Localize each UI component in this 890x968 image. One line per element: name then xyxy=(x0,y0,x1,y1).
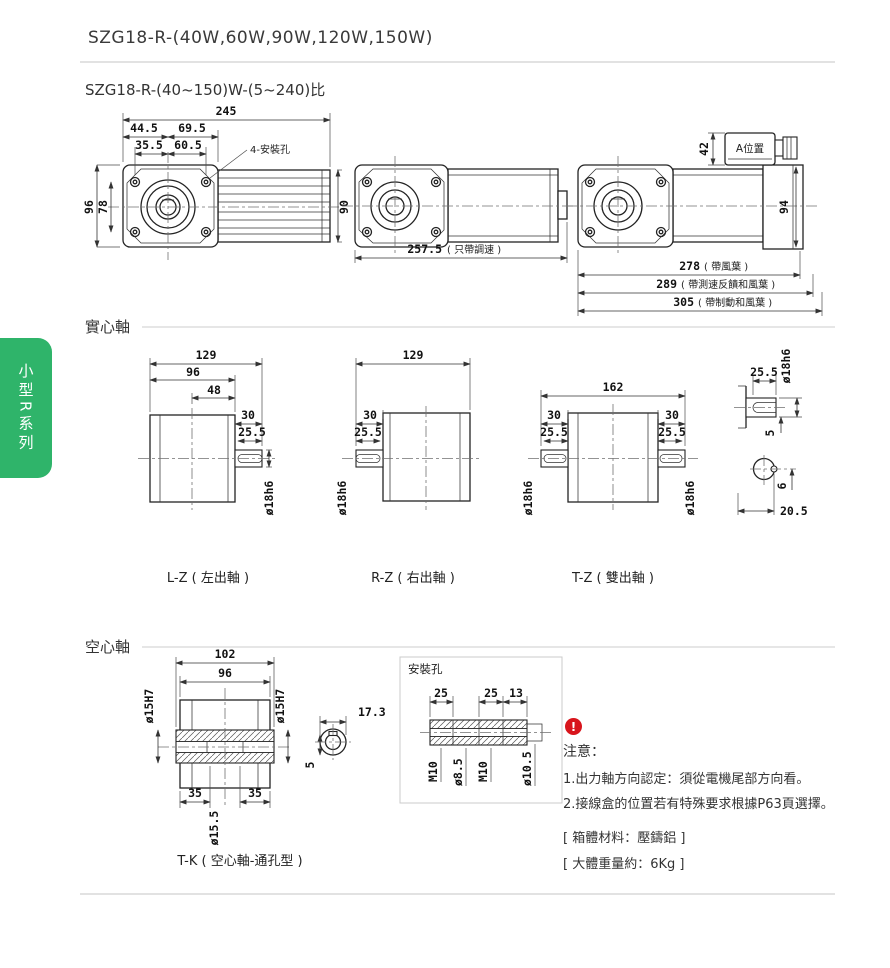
title-divider xyxy=(80,61,835,63)
detail-dia-18h6: ø18h6 xyxy=(779,349,793,384)
dim-305: 305 xyxy=(673,295,694,309)
lz-dia-18h6: ø18h6 xyxy=(262,481,276,516)
dim-78-holes: 78 xyxy=(96,200,110,214)
spec-housing-material: [ 箱體材料：壓鑄鋁 ] xyxy=(563,830,686,846)
rz-dia-18h6: ø18h6 xyxy=(335,481,349,516)
bottom-divider xyxy=(80,893,835,895)
tz-dim-30-l: 30 xyxy=(547,408,561,422)
rz-dim-129: 129 xyxy=(403,348,424,362)
mount-bore-8-5: ø8.5 xyxy=(451,758,465,786)
dim-90-body: 90 xyxy=(337,200,351,214)
detail-dim-5b: 5 xyxy=(303,761,317,768)
lz-drawing: 129 96 48 30 25.5 ø18h6 L-Z ( 左出軸 ) xyxy=(138,348,276,586)
rz-dim-25-5: 25.5 xyxy=(354,425,382,439)
dim-69-5: 69.5 xyxy=(178,121,206,135)
tk-dim-96: 96 xyxy=(218,666,232,680)
detail-dim-25-5: 25.5 xyxy=(750,365,778,379)
lz-dim-30: 30 xyxy=(241,408,255,422)
tk-drawing: 102 96 ø15H7 ø15H7 35 35 ø15.5 T-K ( 空心軸… xyxy=(142,647,303,869)
model-subtitle: SZG18-R-(40~150)W-(5~240)比 xyxy=(85,81,326,99)
dim-257-5-note: ( 只帶調速 ) xyxy=(447,243,501,256)
mount-thread-m10a: M10 xyxy=(426,761,440,782)
dim-overall-245: 245 xyxy=(216,104,237,118)
dim-289: 289 xyxy=(656,277,677,291)
mount-hole-title: 安裝孔 xyxy=(408,662,443,676)
shaft-key-detail: 25.5 ø18h6 5 6 20.5 xyxy=(734,349,808,518)
bore-key-detail: 17.3 5 xyxy=(303,705,386,768)
page-title: SZG18-R-(40W,60W,90W,120W,150W) xyxy=(88,28,433,48)
front-view-drawing: 245 44.5 69.5 35.5 60.5 4-安裝孔 96 78 90 xyxy=(82,104,351,260)
warning-icon: ! xyxy=(565,718,582,735)
lz-caption: L-Z ( 左出軸 ) xyxy=(167,571,249,586)
tz-dim-25-5-l: 25.5 xyxy=(540,425,568,439)
rz-dim-30: 30 xyxy=(363,408,377,422)
notes-block: ! 注意： 1.出力軸方向認定：須從電機尾部方向看。 2.接線盒的位置若有特殊要… xyxy=(563,714,875,878)
note-item-1: 1.出力軸方向認定：須從電機尾部方向看。 xyxy=(563,772,810,787)
tz-dim-162: 162 xyxy=(603,380,624,394)
tz-dia-18h6-left: ø18h6 xyxy=(521,481,535,516)
lz-dim-48: 48 xyxy=(207,383,221,397)
tk-dim-35-right: 35 xyxy=(248,786,262,800)
dim-42-box: 42 xyxy=(697,142,711,156)
tk-caption: T-K ( 空心軸-通孔型 ) xyxy=(176,854,302,869)
rz-caption: R-Z ( 右出軸 ) xyxy=(371,571,455,586)
solid-shaft-rule xyxy=(142,325,835,328)
hollow-shaft-rule xyxy=(142,645,835,648)
dim-44-5: 44.5 xyxy=(130,121,158,135)
motor-outline-views: 245 44.5 69.5 35.5 60.5 4-安裝孔 96 78 90 xyxy=(82,104,823,316)
dim-60-5: 60.5 xyxy=(174,138,202,152)
spec-weight: [ 大體重量約：6Kg ] xyxy=(563,856,685,872)
tz-dim-30-r: 30 xyxy=(665,408,679,422)
speed-view-drawing: 257.5 ( 只帶調速 ) xyxy=(342,156,576,263)
detail-dim-17-3: 17.3 xyxy=(358,705,386,719)
dim-257-5: 257.5 xyxy=(407,242,442,256)
hollow-shaft-section-header: 空心軸 xyxy=(85,636,835,657)
notes-heading: 注意： xyxy=(563,744,605,760)
detail-dim-20-5: 20.5 xyxy=(780,504,808,518)
detail-dim-5: 5 xyxy=(763,429,777,436)
tz-dim-25-5-r: 25.5 xyxy=(658,425,686,439)
tz-caption: T-Z ( 雙出軸 ) xyxy=(571,571,654,586)
solid-shaft-section-header: 實心軸 xyxy=(85,316,835,337)
tk-dia-15h7-right: ø15H7 xyxy=(273,689,287,724)
lz-dim-96: 96 xyxy=(186,365,200,379)
spec-wrap: [ 箱體材料：壓鑄鋁 ] [ 大體重量約：6Kg ] xyxy=(563,826,875,878)
mount-thread-m10b: M10 xyxy=(476,761,490,782)
tk-dia-15h7-left: ø15H7 xyxy=(142,689,156,724)
dim-96-flange: 96 xyxy=(82,200,96,214)
mount-bore-10-5: ø10.5 xyxy=(520,751,534,786)
tz-dia-18h6-right: ø18h6 xyxy=(683,481,697,516)
rz-drawing: 129 30 25.5 ø18h6 R-Z ( 右出軸 ) xyxy=(335,348,480,586)
hollow-shaft-drawings: 102 96 ø15H7 ø15H7 35 35 ø15.5 T-K ( 空心軸… xyxy=(142,647,563,869)
dim-289-note: ( 帶測速反饋和風葉 ) xyxy=(681,278,775,291)
tk-dim-102: 102 xyxy=(215,647,236,661)
hollow-shaft-title: 空心軸 xyxy=(85,638,131,656)
lz-dim-25-5: 25.5 xyxy=(238,425,266,439)
dim-278: 278 xyxy=(679,259,700,273)
terminal-box-label: A位置 xyxy=(736,142,764,155)
series-side-tab: 小型R系列 xyxy=(0,338,52,478)
mount-dim-25a: 25 xyxy=(434,686,448,700)
tk-dim-35-left: 35 xyxy=(188,786,202,800)
tz-drawing: 162 30 25.5 30 25.5 ø18h6 ø18h6 T-Z ( 雙出… xyxy=(521,380,698,586)
mount-dim-25b: 25 xyxy=(484,686,498,700)
tk-dia-15-5: ø15.5 xyxy=(207,811,221,846)
lz-dim-129: 129 xyxy=(196,348,217,362)
dim-305-note: ( 帶制動和風葉 ) xyxy=(698,296,772,309)
mount-dim-13: 13 xyxy=(509,686,523,700)
solid-shaft-drawings: 129 96 48 30 25.5 ø18h6 L-Z ( 左出軸 ) xyxy=(138,348,808,586)
mount-hole-box: 安裝孔 25 25 13 M10 ø8.5 M10 xyxy=(399,656,563,804)
series-tab-label: 小型R系列 xyxy=(16,362,35,454)
dim-94-body: 94 xyxy=(777,200,791,214)
mount-hole-callout: 4-安裝孔 xyxy=(250,143,290,156)
detail-dim-6: 6 xyxy=(775,482,789,489)
dim-35-5: 35.5 xyxy=(135,138,163,152)
note-item-2: 2.接線盒的位置若有特殊要求根據P63頁選擇。 xyxy=(563,797,834,813)
solid-shaft-title: 實心軸 xyxy=(85,318,131,336)
brake-view-drawing: A位置 42 94 xyxy=(566,132,823,316)
dim-278-note: ( 帶風葉 ) xyxy=(704,260,748,273)
